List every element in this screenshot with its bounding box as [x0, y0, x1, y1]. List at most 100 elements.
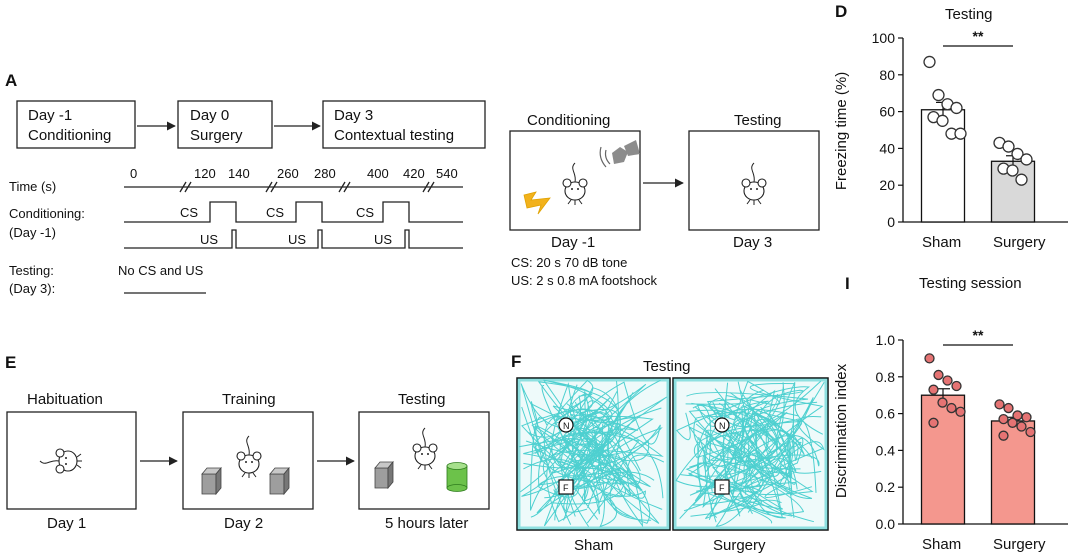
cube-object-icon: [201, 466, 222, 496]
time-axis-line: [124, 181, 463, 193]
track-path: [520, 383, 611, 463]
us-label: US: [374, 232, 392, 247]
time-tick: 280: [314, 166, 336, 181]
chart-i-category: Surgery: [993, 536, 1046, 553]
time-axis-label: Time (s): [9, 179, 56, 194]
stage-day: 5 hours later: [385, 515, 468, 532]
testing-note: No CS and US: [118, 263, 204, 278]
cs-trace: CS CS CS: [124, 201, 463, 223]
panel-f: F Testing N N F F Sham Surgery: [511, 352, 829, 554]
panel-e-label: E: [5, 353, 16, 372]
chart-d-title: Testing: [945, 6, 993, 23]
time-tick: 400: [367, 166, 389, 181]
track-path: [534, 425, 622, 521]
panel-i: I Testing session Discrimination index 0…: [833, 274, 1068, 553]
movement-tracks: [517, 378, 828, 530]
us-trace: US US US: [124, 229, 463, 249]
scene-day-left: Day -1: [551, 234, 595, 251]
time-tick: 140: [228, 166, 250, 181]
track-path: [686, 392, 809, 479]
object-marker-novel: N N: [558, 417, 730, 433]
y-tick-label: 0.4: [876, 442, 896, 458]
cs-label: CS: [180, 205, 198, 220]
data-point: [924, 353, 935, 364]
track-path: [537, 381, 621, 521]
track-path: [569, 379, 661, 528]
scene-day-right: Day 3: [733, 234, 772, 251]
scene-conditioning-title: Conditioning: [527, 112, 610, 129]
track-path: [709, 382, 805, 515]
mouse-icon: [741, 162, 767, 206]
track-path: [691, 389, 803, 458]
data-point: [946, 402, 957, 414]
arena-label-sham: Sham: [574, 537, 613, 554]
data-point: [1011, 147, 1024, 161]
mouse-icon: [412, 427, 438, 471]
timeline-box-event: Contextual testing: [334, 127, 454, 144]
us-definition: US: 2 s 0.8 mA footshock: [511, 273, 657, 288]
cube-object-icon: [374, 460, 394, 490]
stage-box-habituation: [6, 411, 137, 510]
cs-label: CS: [266, 205, 284, 220]
y-tick-label: 40: [879, 140, 895, 156]
track-path: [552, 405, 638, 517]
data-point: [1021, 412, 1032, 423]
cs-definition: CS: 20 s 70 dB tone: [511, 255, 627, 270]
timeline-box-event: Conditioning: [28, 127, 111, 144]
timeline-box-event: Surgery: [190, 127, 243, 144]
time-tick: 260: [277, 166, 299, 181]
data-point: [1006, 164, 1019, 177]
svg-text:N: N: [563, 421, 570, 431]
data-point: [954, 127, 967, 140]
us-label: US: [200, 232, 218, 247]
stage-day: Day 1: [47, 515, 86, 532]
data-point: [936, 114, 949, 127]
significance-label: **: [973, 28, 984, 44]
cs-label: CS: [356, 205, 374, 220]
timeline-box-day3: Day 3 Contextual testing: [322, 100, 486, 149]
svg-text:F: F: [563, 483, 569, 493]
data-point: [950, 101, 963, 115]
track-path: [746, 416, 825, 477]
y-tick-label: 60: [879, 104, 895, 120]
mouse-icon: [236, 435, 262, 479]
panel-a: A Day -1 Conditioning Day 0 Surgery Day …: [5, 71, 820, 296]
y-tick-label: 20: [879, 177, 895, 193]
track-path: [544, 431, 664, 499]
stage-box-testing: [358, 411, 490, 510]
data-point: [928, 384, 939, 395]
cylinder-object-icon: [446, 462, 468, 492]
timeline-box-day0: Day 0 Surgery: [177, 100, 273, 149]
y-tick-label: 80: [879, 67, 895, 83]
y-tick-label: 100: [872, 30, 896, 46]
conditioning-day-label: (Day -1): [9, 225, 56, 240]
data-point: [1025, 426, 1036, 438]
data-point: [1003, 402, 1014, 414]
data-point: [994, 399, 1005, 410]
y-tick-label: 0.0: [876, 516, 896, 532]
data-point: [937, 397, 948, 408]
panel-i-label: I: [845, 274, 850, 293]
stage-title: Habituation: [27, 391, 103, 408]
track-path: [696, 381, 813, 500]
data-point: [1015, 173, 1028, 186]
track-path: [704, 412, 792, 515]
chart-i-category: Sham: [922, 536, 961, 553]
chart-i-ylabel: Discrimination index: [833, 363, 850, 498]
track-path: [559, 427, 643, 517]
data-point: [1002, 140, 1015, 153]
track-path: [574, 396, 667, 492]
data-point: [932, 88, 945, 102]
time-tick: 540: [436, 166, 458, 181]
track-path: [743, 382, 822, 476]
testing-day-label: (Day 3):: [9, 281, 55, 296]
timeline-box-day: Day 0: [190, 107, 229, 124]
panel-d: D Testing Freezing time (%) 020406080100…: [833, 2, 1068, 251]
svg-text:F: F: [719, 483, 725, 493]
timeline-box-day-minus1: Day -1 Conditioning: [16, 100, 136, 149]
svg-text:N: N: [719, 421, 726, 431]
track-path: [523, 381, 661, 493]
track-border: [673, 378, 828, 530]
data-point: [955, 406, 966, 417]
